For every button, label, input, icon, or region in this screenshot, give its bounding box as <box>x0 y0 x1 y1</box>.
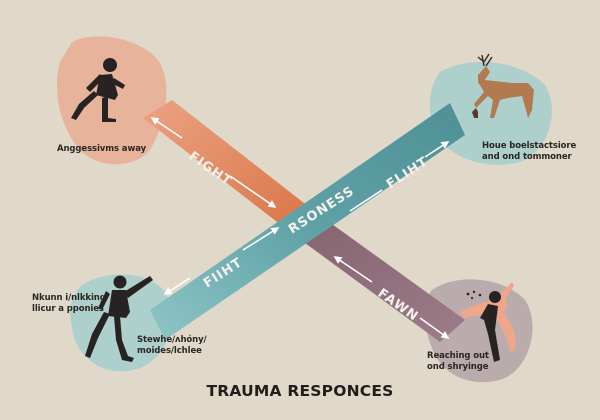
caption-line: llicur a pponies <box>32 304 104 314</box>
caption-line: moides/lchlee <box>137 346 202 356</box>
flight-band <box>150 103 465 340</box>
fight-arrow-out <box>150 117 183 139</box>
diagram-title: TRAUMA RESPONCES <box>206 382 394 400</box>
top-left-caption: Anggessivms away <box>57 144 146 155</box>
flight-dash <box>349 189 383 212</box>
caption-line: and ond tommoner <box>482 152 572 162</box>
caption-line: Stewhe/ʌhóny/ <box>137 335 207 345</box>
reaching-person-icon <box>85 275 153 362</box>
caption-line: Reaching out <box>427 351 489 361</box>
deer-icon <box>472 53 534 118</box>
fight-arrow-in <box>229 175 277 208</box>
bottom-left-caption-left: Nkunn i/nlkking llicur a pponies <box>32 293 106 315</box>
flight-arrow-out-tr <box>424 141 450 158</box>
fawn-arrow-in <box>333 256 373 283</box>
embracing-figures-icon <box>460 282 516 362</box>
running-person-icon <box>71 58 125 122</box>
caption-line: ond shryinge <box>427 362 489 372</box>
top-right-caption: Houe boelstactsiore and ond tommoner <box>482 141 576 163</box>
flight-arrow-out-bl <box>163 277 191 295</box>
fight-blob <box>56 36 167 165</box>
fight-band <box>143 100 318 232</box>
fawn-band <box>290 214 465 342</box>
caption-line: Nkunn i/nlkking <box>32 293 106 303</box>
flight-arrow-in-bl <box>242 227 280 251</box>
bottom-right-caption: Reaching out ond shryinge <box>427 351 489 373</box>
freeze-blob <box>70 274 172 372</box>
bottom-left-caption-right: Stewhe/ʌhóny/ moides/lchlee <box>137 335 207 357</box>
caption-line: Anggessivms away <box>57 144 147 154</box>
fawn-arrow-out <box>419 317 450 339</box>
caption-line: Houe boelstactsiore <box>482 141 577 151</box>
